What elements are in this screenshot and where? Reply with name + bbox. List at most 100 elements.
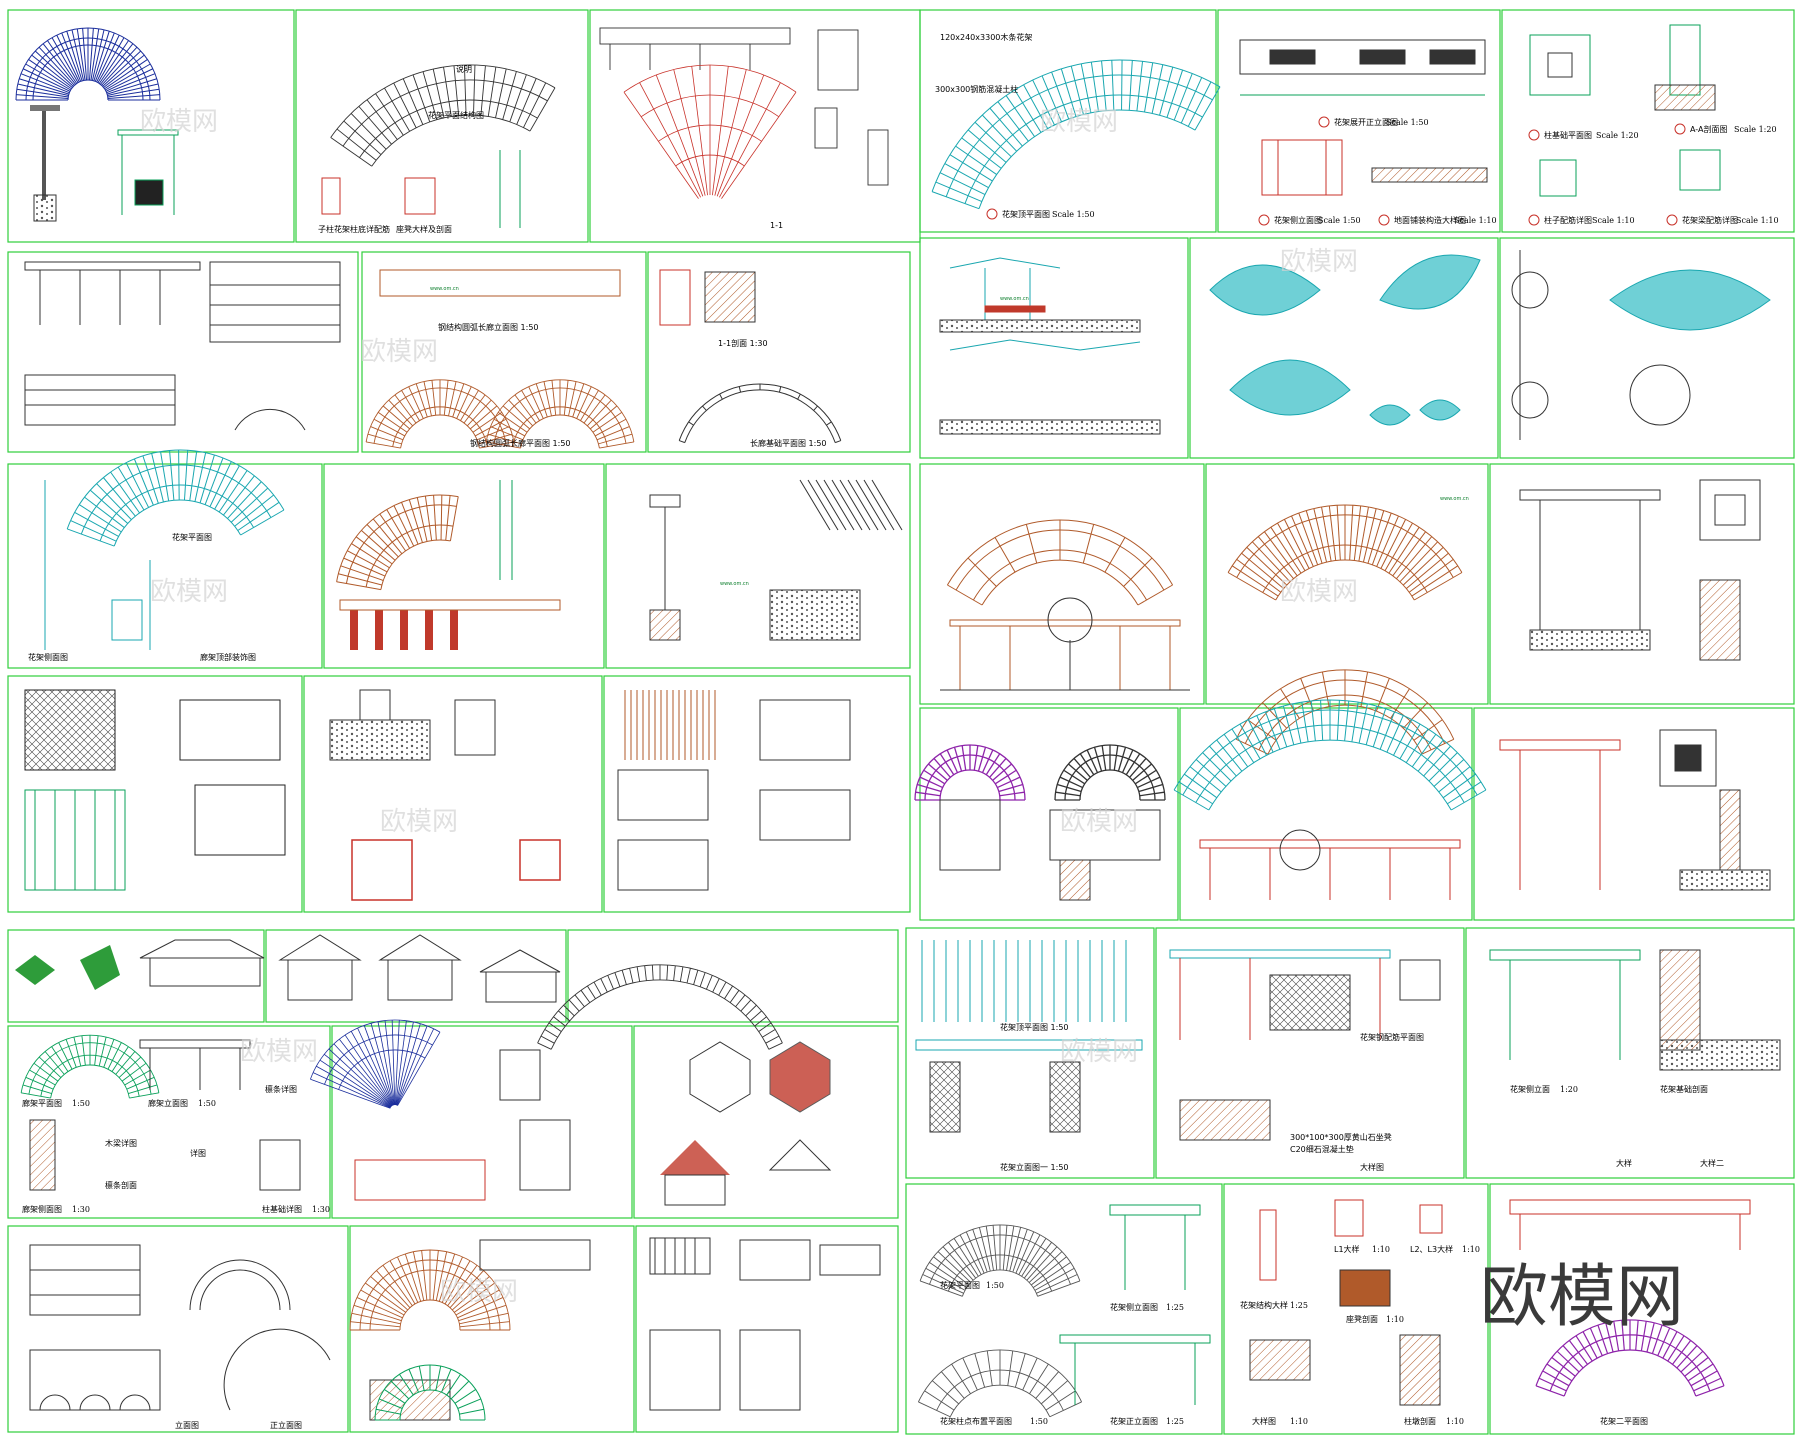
drawing-shade-structures	[939, 257, 1161, 435]
svg-text:www.om.cn: www.om.cn	[1000, 296, 1029, 302]
drawing-column-base-details	[329, 689, 561, 901]
drawing-cyan-long-pergola	[1173, 699, 1487, 900]
scale-corridor-elev: 1:50	[198, 1099, 216, 1108]
title-notes: 说明	[456, 64, 472, 74]
title-large-detail: 大样图	[1360, 1162, 1384, 1172]
title-large-detail-b: 大样图	[1252, 1416, 1276, 1426]
title-plan-structure: 花架平面结构图	[428, 110, 484, 120]
svg-text:欧模网: 欧模网	[380, 807, 458, 837]
drawing-fan-pergola: 1-1	[599, 27, 889, 230]
drawing-arch-pergola: 立面图 正立面图	[29, 1244, 331, 1430]
title-plan-c: 花架平面图	[940, 1280, 980, 1290]
drawing-building-elevations	[15, 934, 783, 1050]
title-side-elev-b: 花架侧立面	[1510, 1084, 1550, 1094]
faint-watermarks: 欧模网 欧模网 欧模网 欧模网 欧模网 欧模网 欧模网 欧模网 欧模网 欧模网 …	[140, 107, 1469, 1307]
title-foundation-section: 花架基础剖面	[1660, 1084, 1708, 1094]
title-paving-detail: 地面铺装构造大样图	[1394, 215, 1466, 225]
title-section-1-1-b: 1-1剖面 1:30	[718, 338, 768, 348]
scale-l1-detail: 1:10	[1372, 1245, 1390, 1254]
title-steel-plan: 钢结构圆弧长廊平面图 1:50	[470, 438, 571, 448]
title-l2-l3-detail: L2、L3大样	[1410, 1244, 1453, 1254]
drawing-fan-pergola-plan: 120x240x3300木条花架 300x300钢筋混凝土柱 花架顶平面图 Sc…	[931, 32, 1221, 220]
scale-structure-detail: 1:25	[1290, 1301, 1308, 1310]
scale-front-elev-c: 1:25	[1166, 1417, 1184, 1426]
drawing-red-arc-pergola	[940, 519, 1190, 691]
drawing-corridor-foundation: 1-1剖面 1:30 长廊基础平面图 1:50	[659, 269, 842, 448]
scale-l2-l3-detail: 1:10	[1462, 1245, 1480, 1254]
scale-top-plan: Scale 1:50	[1052, 210, 1095, 219]
title-corridor-elev: 廊架立面图	[148, 1098, 188, 1108]
drawing-leaf-pavilions	[1209, 250, 1771, 440]
title-elevation-front: 正立面图	[270, 1420, 302, 1430]
label-timber-beam: 120x240x3300木条花架	[940, 32, 1032, 42]
title-column-foundation: 柱基础详图	[262, 1204, 302, 1214]
svg-text:www.om.cn: www.om.cn	[1440, 496, 1469, 502]
title-corridor-foundation: 长廊基础平面图 1:50	[750, 438, 827, 448]
panel-frames	[7, 9, 1795, 1435]
scale-column-foundation: 1:30	[312, 1205, 330, 1214]
drawing-pergola-elevation-set: 花架展开正立面图 Scale 1:50 花架侧立面图 Scale 1:50 地面…	[1239, 39, 1497, 226]
drawing-pergola-elev-grid: 花架钢配筋平面图 300*100*300厚黄山石坐凳 C20细石混凝土垫 大样图	[1169, 949, 1441, 1172]
drawing-hexagon-pavilion	[660, 1041, 832, 1206]
scale-front-elevation: Scale 1:50	[1386, 118, 1429, 127]
drawing-structure-details: L1大样 1:10 L2、L3大样 1:10 花架结构大样 1:25 座凳剖面 …	[1240, 1199, 1480, 1426]
brand-watermark: 欧模网	[1480, 1258, 1684, 1337]
title-l1-detail: L1大样	[1334, 1244, 1360, 1254]
scale-section-a-a: Scale 1:20	[1734, 125, 1777, 134]
drawing-corridor-details: 廊架平面图 1:50 廊架立面图 1:50 木梁详图 详图 檩条详图 廊架侧面图…	[20, 1034, 330, 1214]
drawing-pergola-side-detail	[1499, 729, 1771, 891]
svg-text:欧模网: 欧模网	[150, 577, 228, 607]
drawing-long-pergola-elevations	[24, 261, 341, 431]
title-column-foundation-plan: 柱基础平面图	[1544, 130, 1592, 140]
title-top-decoration: 廊架顶部装饰图	[200, 652, 256, 662]
title-side-elev-c: 花架侧立面图	[1110, 1302, 1158, 1312]
svg-text:欧模网: 欧模网	[1280, 247, 1358, 277]
title-elev-one: 花架立面图一 1:50	[1000, 1162, 1069, 1172]
title-section-1-1: 1-1	[770, 221, 783, 230]
title-bench-detail: 座凳大样及剖面	[396, 224, 452, 234]
drawing-red-column-pergola	[336, 480, 561, 650]
title-pergola-plan-a: 花架平面图	[172, 532, 212, 542]
drawing-semicircle-pergola	[15, 27, 179, 222]
drawing-lattice-pergola	[24, 689, 286, 891]
svg-text:www.om.cn: www.om.cn	[720, 581, 749, 587]
title-top-plan: 花架顶平面图	[1002, 209, 1050, 219]
title-pier-section: 柱墩剖面	[1404, 1416, 1436, 1426]
scale-paving-detail: Scale 1:10	[1454, 216, 1497, 225]
title-column-rebar: 柱子配筋详图	[1544, 215, 1592, 225]
scale-large-detail-b: 1:10	[1290, 1417, 1308, 1426]
drawing-steel-arc-corridor: 钢结构圆弧长廊立面图 1:50 钢结构圆弧长廊平面图 1:50	[365, 269, 635, 449]
scale-side-elevation: Scale 1:50	[1318, 216, 1361, 225]
title-purlin-detail: 檩条详图	[265, 1084, 297, 1094]
title-side-elevation: 花架侧立面图	[1274, 215, 1322, 225]
label-concrete-column: 300x300钢筋混凝土柱	[935, 84, 1018, 94]
title-beam-detail: 木梁详图	[105, 1138, 137, 1148]
title-detail-one: 大样	[1616, 1158, 1632, 1168]
drawing-timber-pergola-plan	[617, 690, 851, 891]
scale-column-layout: 1:50	[1030, 1417, 1048, 1426]
title-corridor-plan: 廊架平面图	[22, 1098, 62, 1108]
title-steel-elevation: 钢结构圆弧长廊立面图 1:50	[438, 322, 539, 332]
drawing-pergola-section-details	[1519, 479, 1761, 661]
scale-corridor-side: 1:30	[72, 1205, 90, 1214]
scale-corridor-plan: 1:50	[72, 1099, 90, 1108]
title-section-a-a: A-A剖面图	[1690, 124, 1727, 134]
title-detail: 详图	[190, 1148, 206, 1158]
scale-plan-c: 1:50	[986, 1281, 1004, 1290]
drawing-blue-fan	[310, 1019, 571, 1201]
title-elevation-a: 立面图	[175, 1420, 199, 1430]
title-column-detail: 子柱花架柱底详配筋	[318, 224, 390, 234]
label-stone-bench: 300*100*300厚黄山石坐凳	[1290, 1132, 1392, 1142]
title-rebar-plan: 花架钢配筋平面图	[1360, 1032, 1424, 1042]
drawing-cyan-arc-pergola: 花架平面图 花架侧面图 廊架顶部装饰图	[28, 449, 285, 662]
drawing-side-elevation-detail: 花架侧立面 1:20 花架基础剖面 大样 大样二	[1489, 949, 1781, 1168]
title-corridor-side: 廊架侧面图	[22, 1204, 62, 1214]
title-front-elev-c: 花架正立面图	[1110, 1416, 1158, 1426]
title-pergola-side: 花架侧面图	[28, 652, 68, 662]
title-column-layout: 花架柱点布置平面图	[940, 1416, 1012, 1426]
svg-text:欧模网: 欧模网	[1060, 807, 1138, 837]
drawing-column-detail-sections	[649, 479, 903, 641]
svg-text:欧模网: 欧模网	[1280, 577, 1358, 607]
drawing-pergola-two: 花架二平面图	[1509, 1199, 1751, 1426]
